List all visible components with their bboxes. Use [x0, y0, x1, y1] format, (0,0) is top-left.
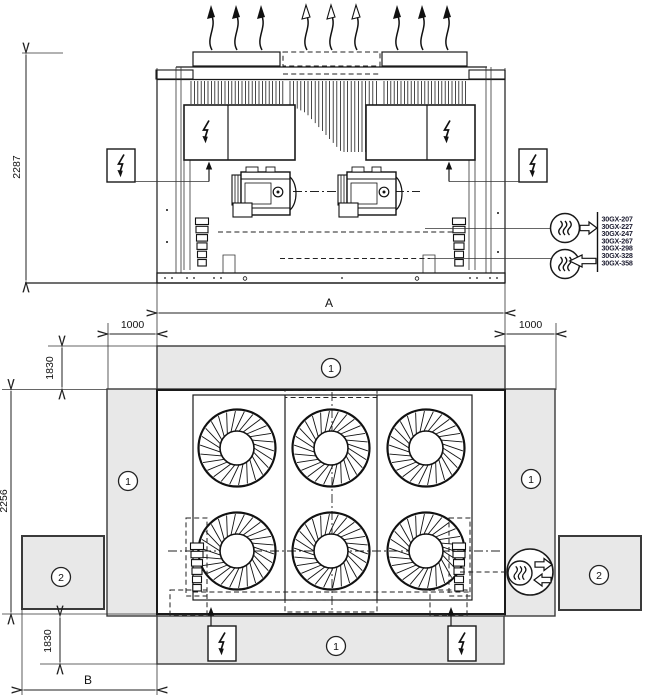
compressor-left [231, 166, 297, 218]
hidden-water-assembly [185, 517, 208, 597]
hidden-edge-bottom [284, 599, 378, 613]
model-item: 30GX-267 [602, 236, 633, 245]
airflow-arrow-icon [395, 13, 400, 51]
airflow-arrows [207, 3, 451, 51]
fan-deck-left [192, 51, 281, 67]
dimension-label-height: 2287 [11, 155, 23, 179]
up-arrow [447, 607, 455, 616]
electrical-connection-plan [207, 607, 477, 662]
model-item: 30GX-298 [602, 244, 633, 253]
dimension-end-clearance-bottom: 1830 [40, 605, 157, 675]
airflow-arrow-icon [304, 13, 309, 51]
dimension-clearance-left: 1000 [97, 319, 168, 389]
dimension-service-length: B [11, 609, 168, 695]
fan [291, 511, 371, 591]
model-list: 30GX-207 30GX-227 30GX-247 30GX-267 30GX… [602, 215, 634, 268]
water-connection-stack-left [194, 217, 210, 267]
water-connection-symbol [460, 548, 554, 596]
svg-text:1000: 1000 [121, 319, 145, 331]
model-item: 30GX-227 [602, 222, 633, 231]
up-arrow [207, 607, 215, 616]
svg-text:1830: 1830 [44, 356, 56, 380]
hidden-component [429, 589, 468, 616]
model-item: 30GX-328 [602, 251, 633, 260]
svg-text:1: 1 [333, 641, 339, 653]
base-rail [156, 272, 506, 284]
compressor-right [337, 166, 403, 218]
dimension-end-clearance-top: 1830 [44, 335, 157, 400]
unit-footprint [156, 389, 506, 615]
airflow-arrow-icon [234, 13, 239, 51]
model-item: 30GX-207 [602, 215, 633, 224]
dimension-unit-width: 2256 [0, 379, 157, 625]
mounting-holes [164, 209, 499, 281]
water-outlet-arrow-icon [579, 221, 598, 235]
zone-marker-service: 2 [588, 564, 610, 586]
electrical-connection-box-left [106, 148, 136, 183]
electrical-connection-box-right [518, 148, 548, 183]
svg-text:1000: 1000 [519, 319, 543, 331]
zone-marker-clearance: 1 [325, 635, 347, 657]
airflow-arrow-icon [420, 13, 425, 51]
svg-text:1830: 1830 [42, 629, 54, 653]
top-corner-panel-right [468, 69, 506, 80]
zone-marker-service: 2 [50, 566, 72, 588]
fan [291, 408, 371, 488]
front-elevation-view: 2287 30GX-207 30GX-227 30GX-247 30GX-267… [11, 3, 634, 293]
zone-marker-clearance: 1 [520, 468, 542, 490]
svg-text:2256: 2256 [0, 489, 10, 513]
dimension-clearance-right: 1000 [494, 319, 567, 390]
up-arrow [205, 161, 213, 170]
control-box-left [183, 104, 296, 161]
fan [386, 408, 466, 488]
hidden-water-assembly [448, 517, 471, 597]
dimension-label-b: B [84, 673, 92, 687]
svg-text:1: 1 [328, 363, 334, 375]
svg-text:1: 1 [528, 474, 534, 486]
water-connection-callout: 30GX-207 30GX-227 30GX-247 30GX-267 30GX… [425, 212, 634, 280]
condenser-coil-fins [190, 81, 467, 152]
model-item: 30GX-247 [602, 229, 633, 238]
zone-marker-clearance: 1 [117, 470, 139, 492]
fan [197, 408, 277, 488]
svg-text:2: 2 [58, 572, 64, 584]
model-item: 30GX-358 [602, 258, 633, 267]
electrical-connection-box [447, 625, 477, 662]
dimension-unit-length: A [146, 296, 516, 317]
fan [197, 511, 277, 591]
zone-marker-clearance: 1 [320, 357, 342, 379]
fan-deck-right [381, 51, 468, 67]
control-box-right [365, 104, 476, 161]
top-corner-panel-left [155, 69, 194, 80]
fan-array [197, 408, 466, 591]
clearance-band-left [106, 388, 158, 617]
dimension-unit-height: 2287 [11, 42, 63, 293]
airflow-arrow-icon [259, 13, 264, 51]
airflow-arrow-icon [354, 13, 359, 51]
plan-view: A 1000 1000 1830 [0, 296, 642, 695]
fan-deck-middle-hidden [282, 51, 381, 67]
airflow-arrow-icon [209, 13, 214, 51]
electrical-connection-box [207, 625, 237, 662]
fan-section-outline [192, 394, 473, 601]
up-arrow [445, 161, 453, 170]
svg-text:2: 2 [596, 570, 602, 582]
airflow-arrow-icon [329, 13, 334, 51]
hidden-component [169, 589, 208, 616]
airflow-arrow-icon [445, 13, 450, 51]
support-bracket [422, 254, 436, 273]
svg-text:1: 1 [125, 476, 131, 488]
dimension-label-length: A [325, 296, 333, 310]
hidden-edge-top [284, 390, 378, 398]
support-bracket [222, 254, 236, 273]
